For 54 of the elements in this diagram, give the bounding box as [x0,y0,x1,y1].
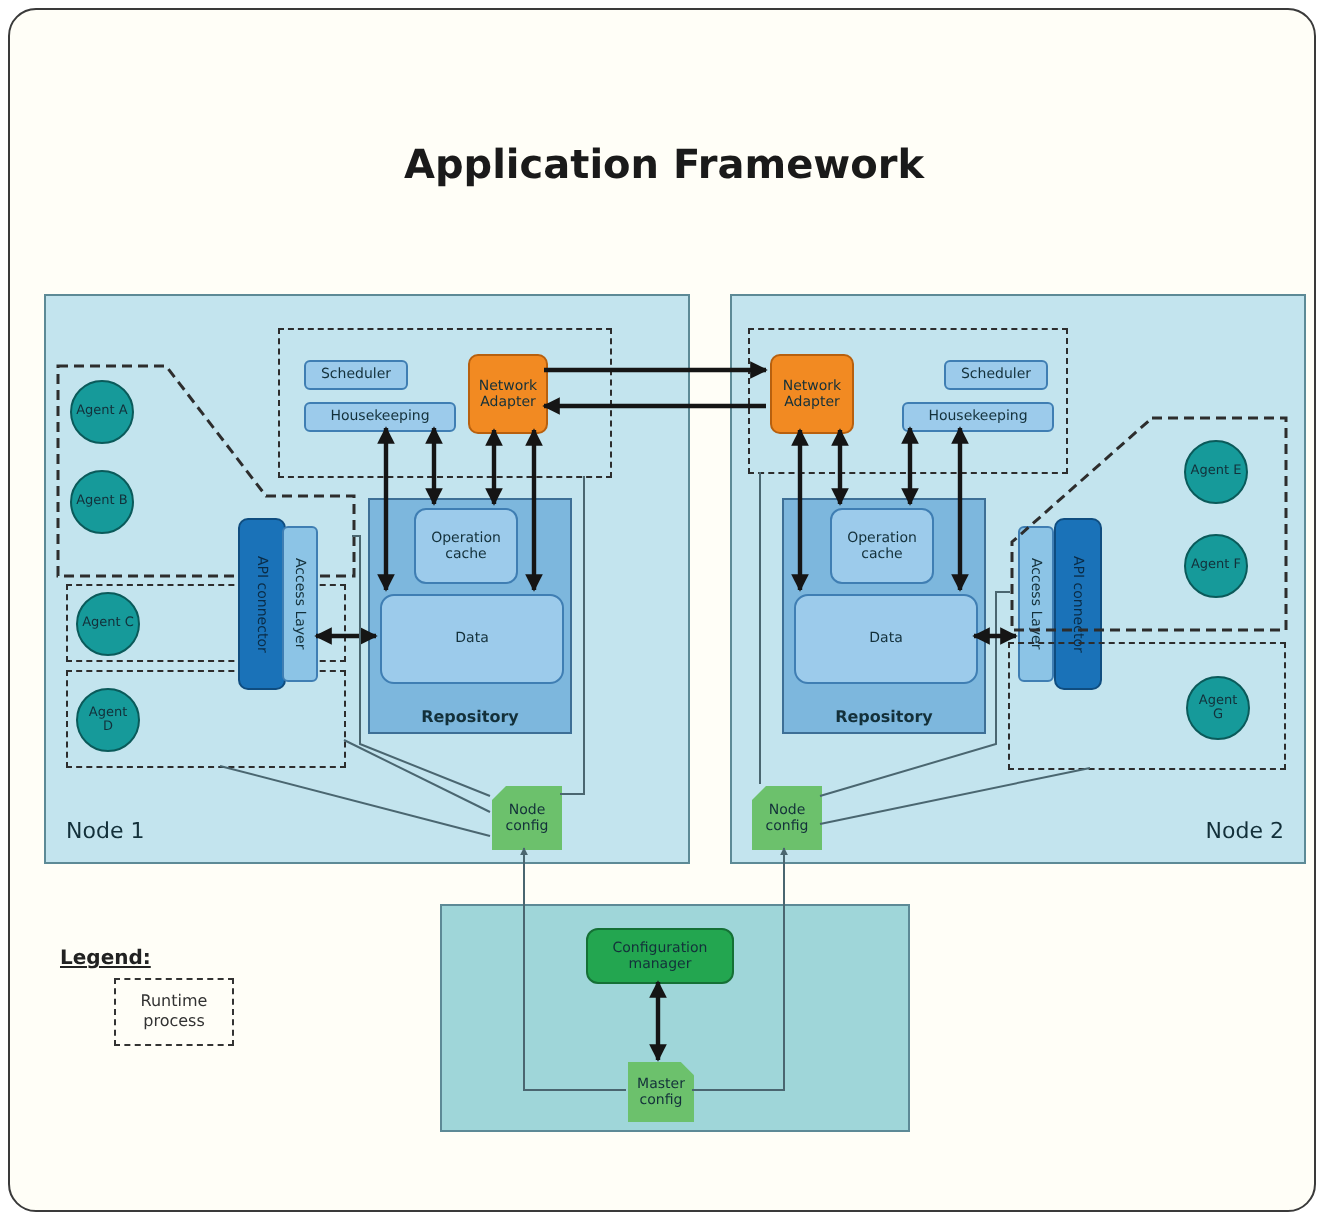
legend-title: Legend: [60,948,151,970]
component-box [304,360,408,390]
connector-arrow [544,361,768,379]
api-layer-bar [238,518,286,690]
connector-arrow [520,847,627,1091]
component-box [902,402,1054,432]
connector-arrow [542,397,766,415]
repository-box [368,498,572,734]
config-manager-box [586,928,734,984]
runtime-process-region [278,328,612,478]
connector-arrow [901,426,919,506]
data-box [794,594,978,684]
agent-circle [76,592,140,656]
component-box [944,360,1048,390]
connector-arrow [691,847,788,1091]
node-label: Repository [419,707,521,726]
agent-circle [1186,676,1250,740]
connector-arrow [791,428,809,592]
config-panel [440,904,910,1132]
connector-arrow [649,980,667,1062]
node-label: Node 1 [66,820,145,846]
connector-arrow [951,426,969,592]
network-adapter-box [468,354,548,434]
data-box [380,594,564,684]
agent-circle [76,688,140,752]
runtime-process-region [748,328,1068,474]
connector-arrow [972,627,1018,645]
cache-box [830,508,934,584]
connector-arrow [377,426,395,592]
repository-box [782,498,986,734]
connector-arrow [831,428,849,506]
connector-arrow [485,428,503,506]
agent-circle [70,380,134,444]
access-layer-bar [1018,526,1054,682]
config-document [752,786,822,850]
config-document [492,786,562,850]
network-adapter-box [770,354,854,434]
agent-circle [1184,534,1248,598]
access-layer-bar [282,526,318,682]
connector-arrow [525,428,543,592]
component-box [304,402,456,432]
node-panel [44,294,690,864]
diagram-title: Application Framework [401,140,927,188]
config-document [628,1062,694,1122]
agent-circle [70,470,134,534]
node-label: Repository [833,707,935,726]
legend-entry: Runtime process [114,978,234,1046]
agent-circle [1184,440,1248,504]
cache-box [414,508,518,584]
connector-arrow [314,627,378,645]
node-label: Node 2 [1205,820,1284,846]
node-panel [730,294,1306,864]
api-layer-bar [1054,518,1102,690]
connector-arrow [425,426,443,506]
